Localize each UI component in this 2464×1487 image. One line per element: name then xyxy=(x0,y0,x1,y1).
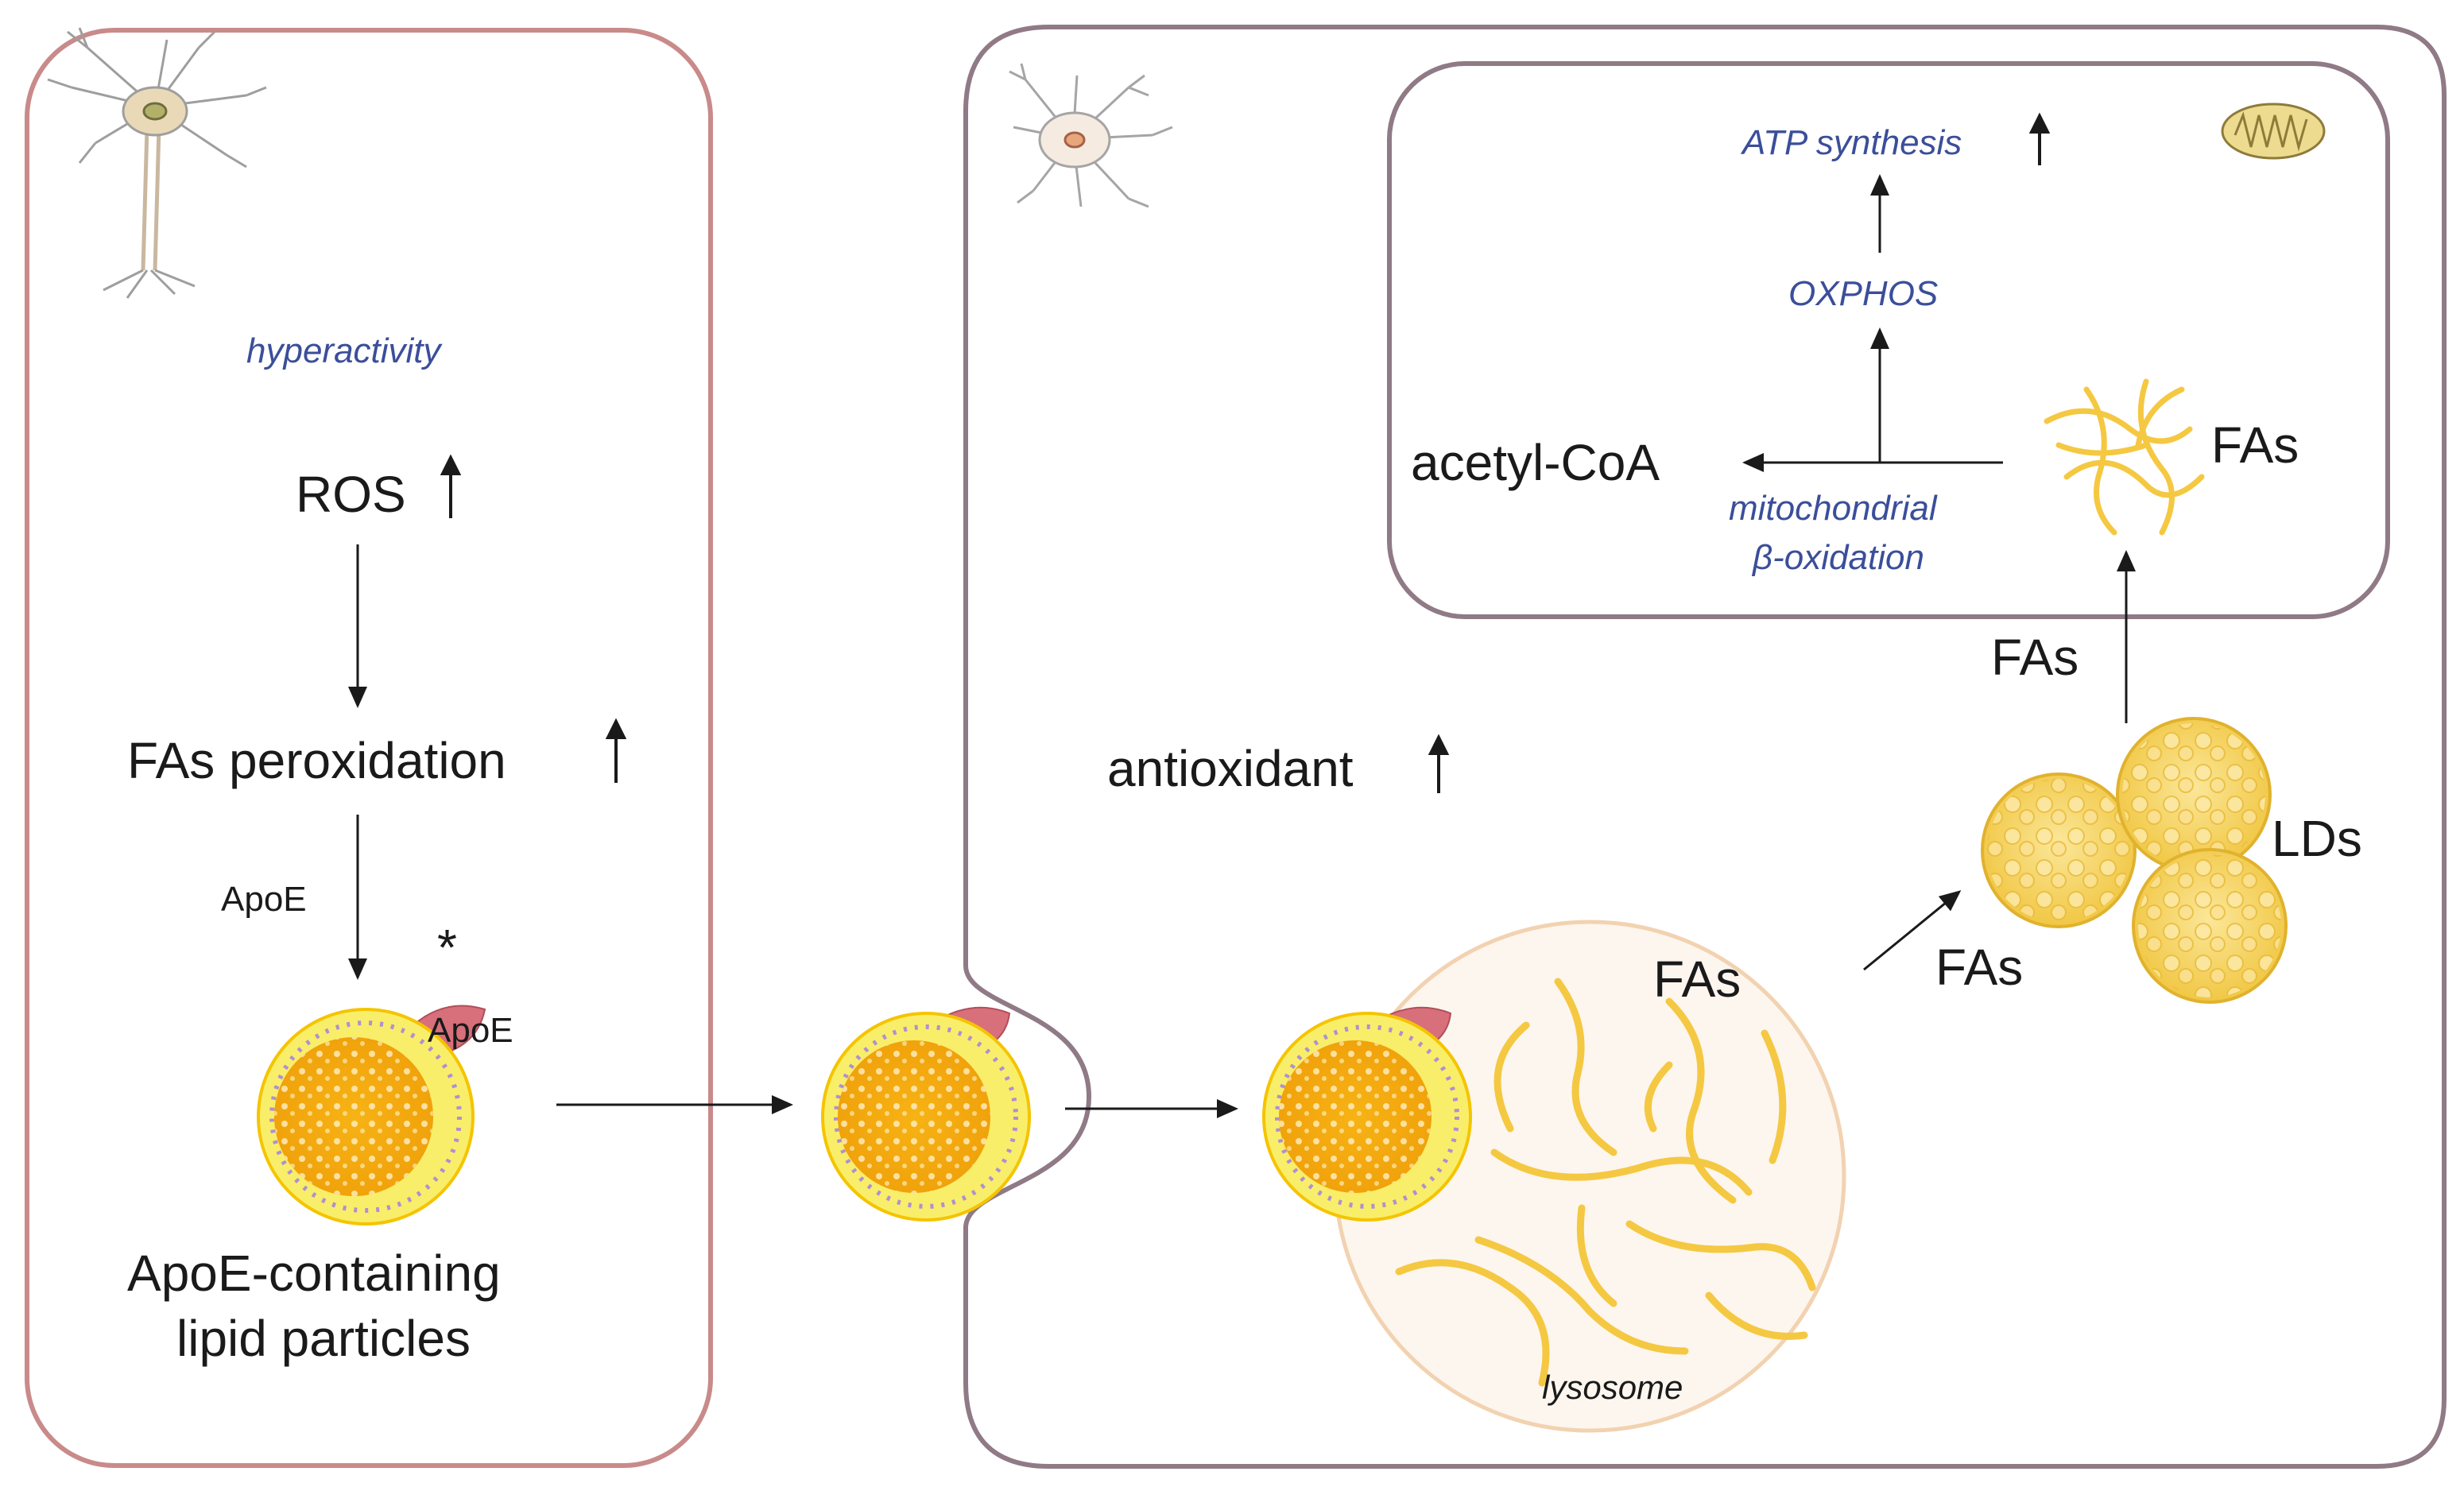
asterisk-marker: * xyxy=(437,919,457,976)
particles-label-line1: ApoE-containing xyxy=(127,1245,501,1302)
lipid-particle-icon xyxy=(1262,1006,1472,1222)
lipid-particle-icon xyxy=(821,1006,1031,1222)
lipid-particle-icon xyxy=(257,1005,486,1226)
astrocyte-icon xyxy=(1009,63,1173,208)
apoe-particle-label: ApoE xyxy=(428,1011,513,1050)
beta-oxidation-label-line2: β-oxidation xyxy=(1753,538,1924,577)
neuron-icon xyxy=(47,27,267,299)
astrocyte-cell-boundary xyxy=(963,25,2447,1469)
hyperactivity-label: hyperactivity xyxy=(246,331,441,370)
lysosome-fas-label: FAs xyxy=(1653,951,1741,1008)
fas-peroxidation-label: FAs peroxidation xyxy=(127,732,506,789)
ros-label: ROS xyxy=(296,466,406,523)
up-arrow-icon xyxy=(2028,112,2051,165)
mitochondrion-icon xyxy=(2221,103,2326,160)
acetyl-coa-label: acetyl-CoA xyxy=(1411,434,1660,491)
up-arrow-icon xyxy=(440,454,462,518)
particles-label-line2: lipid particles xyxy=(176,1310,471,1367)
fas-to-mito-label: FAs xyxy=(1991,629,2079,686)
fas-to-lds-label: FAs xyxy=(1935,939,2024,996)
atp-synthesis-label: ATP synthesis xyxy=(1742,123,1962,162)
up-arrow-icon xyxy=(1428,734,1450,793)
lysosome-fatty-acids xyxy=(1395,978,1816,1387)
mito-fas-label: FAs xyxy=(2211,416,2299,474)
antioxidant-label: antioxidant xyxy=(1107,740,1354,797)
lysosome-to-lds-arrow xyxy=(1863,890,1962,971)
neuron-cell-boundary xyxy=(25,28,713,1468)
apoe-arrow-label: ApoE xyxy=(221,880,307,919)
beta-oxidation-label-line1: mitochondrial xyxy=(1729,489,1937,528)
lds-label: LDs xyxy=(2272,810,2362,867)
lipid-droplets xyxy=(1981,717,2288,1004)
lysosome-label: lysosome xyxy=(1542,1369,1683,1406)
mito-fatty-acids xyxy=(2044,378,2205,536)
oxphos-label: OXPHOS xyxy=(1788,274,1939,313)
mitochondrion-compartment xyxy=(1387,61,2390,619)
up-arrow-icon xyxy=(605,718,627,783)
